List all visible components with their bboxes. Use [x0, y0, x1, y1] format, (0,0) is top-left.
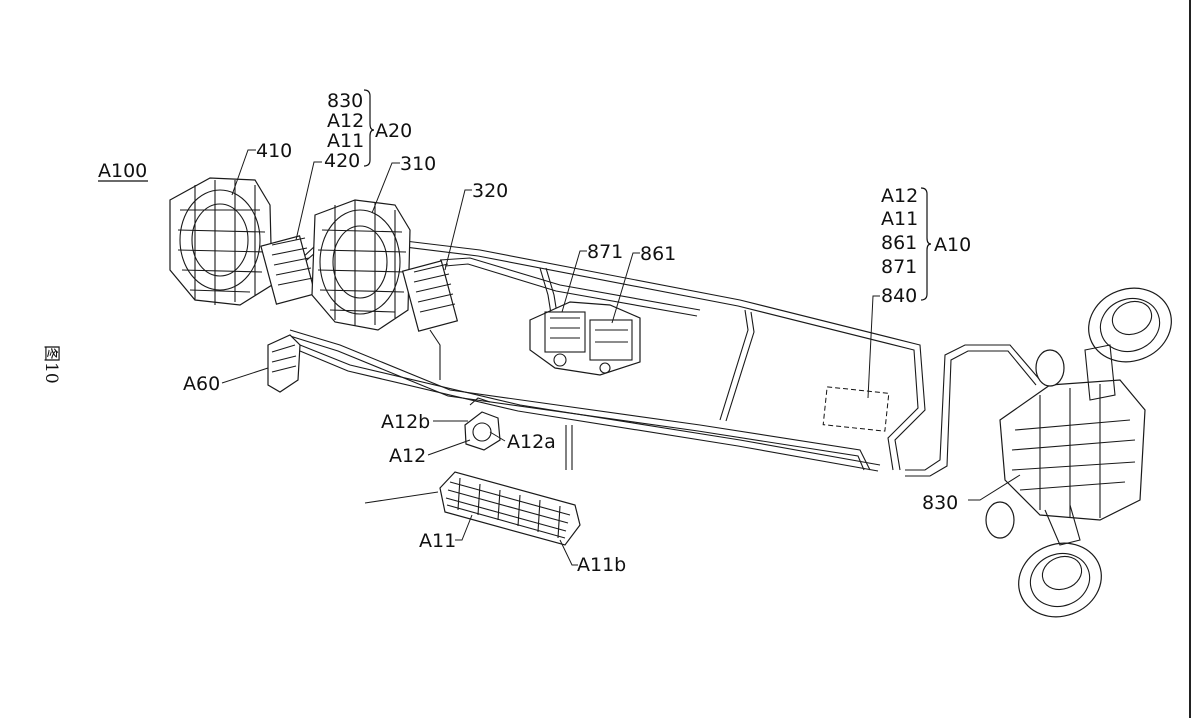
label-group-A10: A10: [934, 234, 971, 256]
label-861: 861: [640, 243, 676, 265]
figure-caption: 图10: [41, 345, 61, 384]
label-830: 830: [922, 492, 958, 514]
label-A11b: A11b: [577, 554, 626, 576]
label-A11: A11: [419, 530, 456, 552]
label-A60: A60: [183, 373, 220, 395]
compressor-assembly: [529, 301, 641, 376]
component-840-outline: [822, 386, 890, 432]
leader-lines: [221, 149, 1021, 566]
label-A20-member-A12: A12: [327, 110, 364, 132]
label-A20-member-830: 830: [327, 90, 363, 112]
radiator-A11: [439, 471, 581, 546]
label-A20-member-A11: A11: [327, 130, 364, 152]
label-group-A20: A20: [375, 120, 412, 142]
motor-310: [311, 199, 459, 332]
label-871: 871: [587, 241, 623, 263]
pump-A12: [464, 397, 501, 451]
label-A10-member-840: 840: [881, 285, 917, 307]
bracket-A10: [920, 187, 932, 301]
component-A60: [267, 334, 301, 393]
label-A20-member-420: 420: [324, 150, 360, 172]
label-A10-member-A11: A11: [881, 208, 918, 230]
label-A12b: A12b: [381, 411, 430, 433]
drive-axle: [985, 287, 1172, 618]
assembly-label: A100: [98, 160, 147, 182]
label-A10-member-871: 871: [881, 256, 917, 278]
label-310: 310: [400, 153, 436, 175]
label-320: 320: [472, 180, 508, 202]
label-410: 410: [256, 140, 292, 162]
bracket-A20: [363, 89, 375, 167]
label-A12a: A12a: [507, 431, 556, 453]
label-A10-member-A12: A12: [881, 185, 918, 207]
label-A12: A12: [389, 445, 426, 467]
label-A10-member-861: 861: [881, 232, 917, 254]
motor-410: [169, 177, 316, 306]
